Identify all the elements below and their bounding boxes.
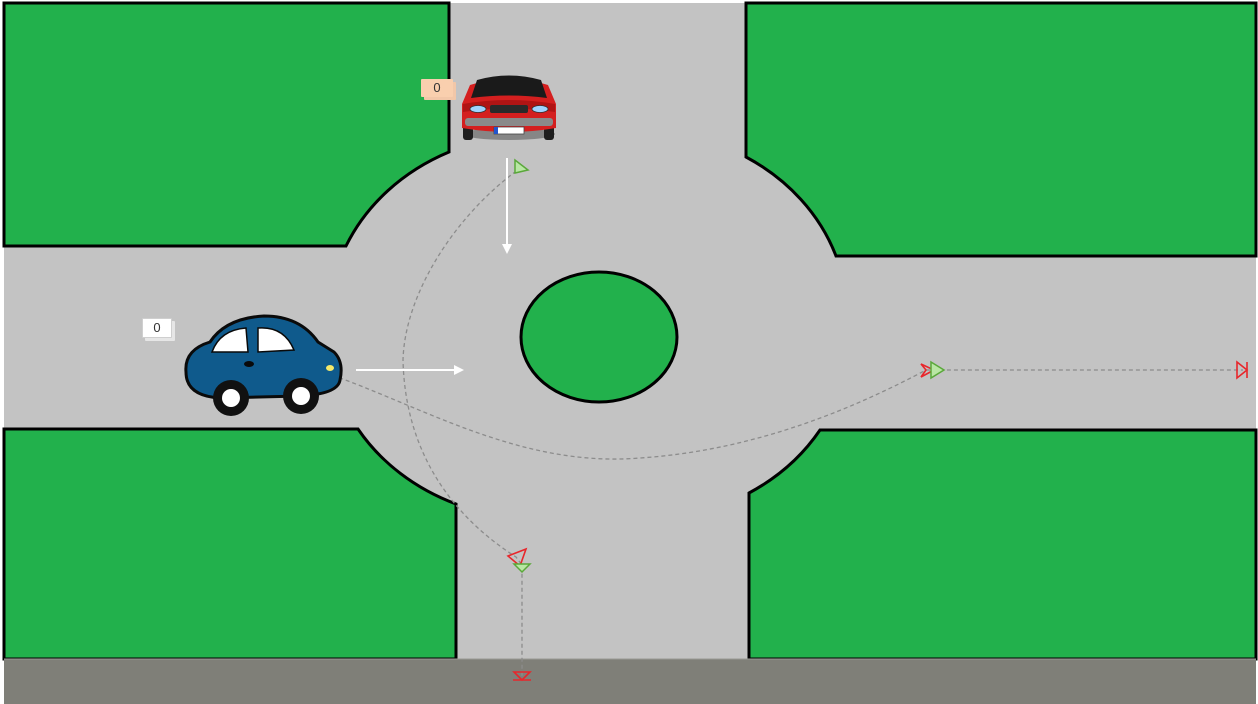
grass-bottom-right [747,428,1258,661]
red-car[interactable] [462,75,556,141]
start-marker-icon[interactable] [514,158,530,174]
blue-car-trajectory [325,369,1243,460]
blue-car-direction-arrow [356,365,464,375]
end-marker-icon[interactable] [1236,360,1249,380]
grass-top-left [2,1,451,248]
sidewalk [4,659,1256,704]
blue-car[interactable] [184,314,343,416]
waypoint-marker-icon[interactable] [920,360,946,380]
waypoint-marker-icon[interactable] [506,547,532,574]
end-marker-icon[interactable] [512,671,532,682]
grass-bottom-left [2,427,458,661]
red-car-direction-arrow [502,158,512,254]
red-car-trajectory [402,166,523,676]
red-car-counter: 0 [421,79,453,97]
grass-top-right [744,1,1258,258]
blue-car-counter: 0 [142,318,172,338]
roundabout-island [519,270,679,404]
